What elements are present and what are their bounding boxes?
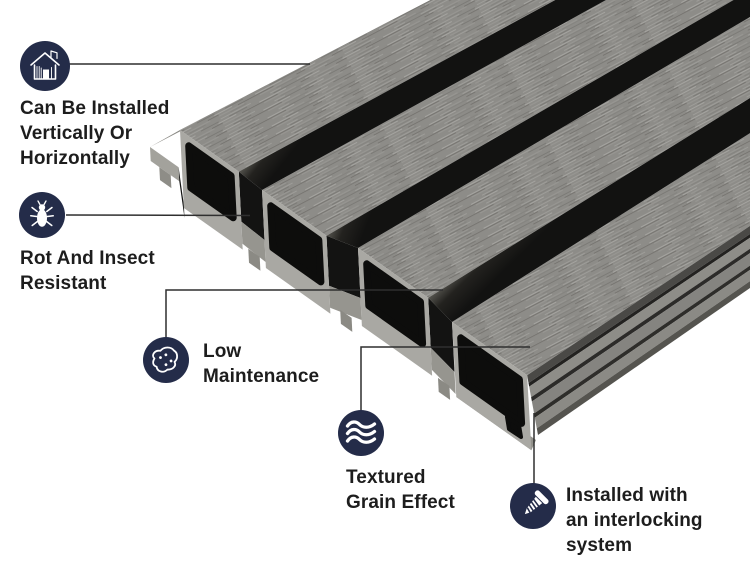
label-line: Rot And Insect <box>20 248 155 269</box>
sponge-icon <box>143 337 189 383</box>
waves-icon <box>338 410 384 456</box>
board-cross-section <box>150 130 536 451</box>
label-line: system <box>566 535 633 556</box>
board-grooves <box>238 0 750 322</box>
label-line: Vertically Or <box>20 123 133 144</box>
connector-texture <box>360 346 530 411</box>
label-line: Textured <box>346 467 426 488</box>
connector-maintenance <box>165 289 443 338</box>
board-interlock-edge <box>527 225 750 435</box>
label-line: Horizontally <box>20 148 130 169</box>
connector-lines <box>65 63 535 484</box>
bug-icon <box>19 192 65 238</box>
feature-label-texture: Textured Grain Effect <box>346 465 455 515</box>
connector-rot <box>65 214 251 217</box>
label-line: Can Be Installed <box>20 98 170 119</box>
label-line: Low <box>203 341 242 362</box>
badge-circle <box>143 337 189 383</box>
label-line: Resistant <box>20 273 107 294</box>
feature-label-interlock: Installed with an interlocking system <box>566 483 703 558</box>
feature-label-maintenance: Low Maintenance <box>203 339 319 389</box>
label-line: Maintenance <box>203 366 320 387</box>
screw-icon <box>510 483 556 529</box>
label-line: Grain Effect <box>346 492 455 513</box>
feature-label-rot: Rot And Insect Resistant <box>20 246 155 296</box>
badge-circle <box>20 41 70 91</box>
label-line: Installed with <box>566 485 688 506</box>
label-line: an interlocking <box>566 510 703 531</box>
house-icon <box>20 41 70 91</box>
board-top-surfaces <box>150 0 750 376</box>
feature-label-install: Can Be Installed Vertically Or Horizonta… <box>20 96 169 171</box>
